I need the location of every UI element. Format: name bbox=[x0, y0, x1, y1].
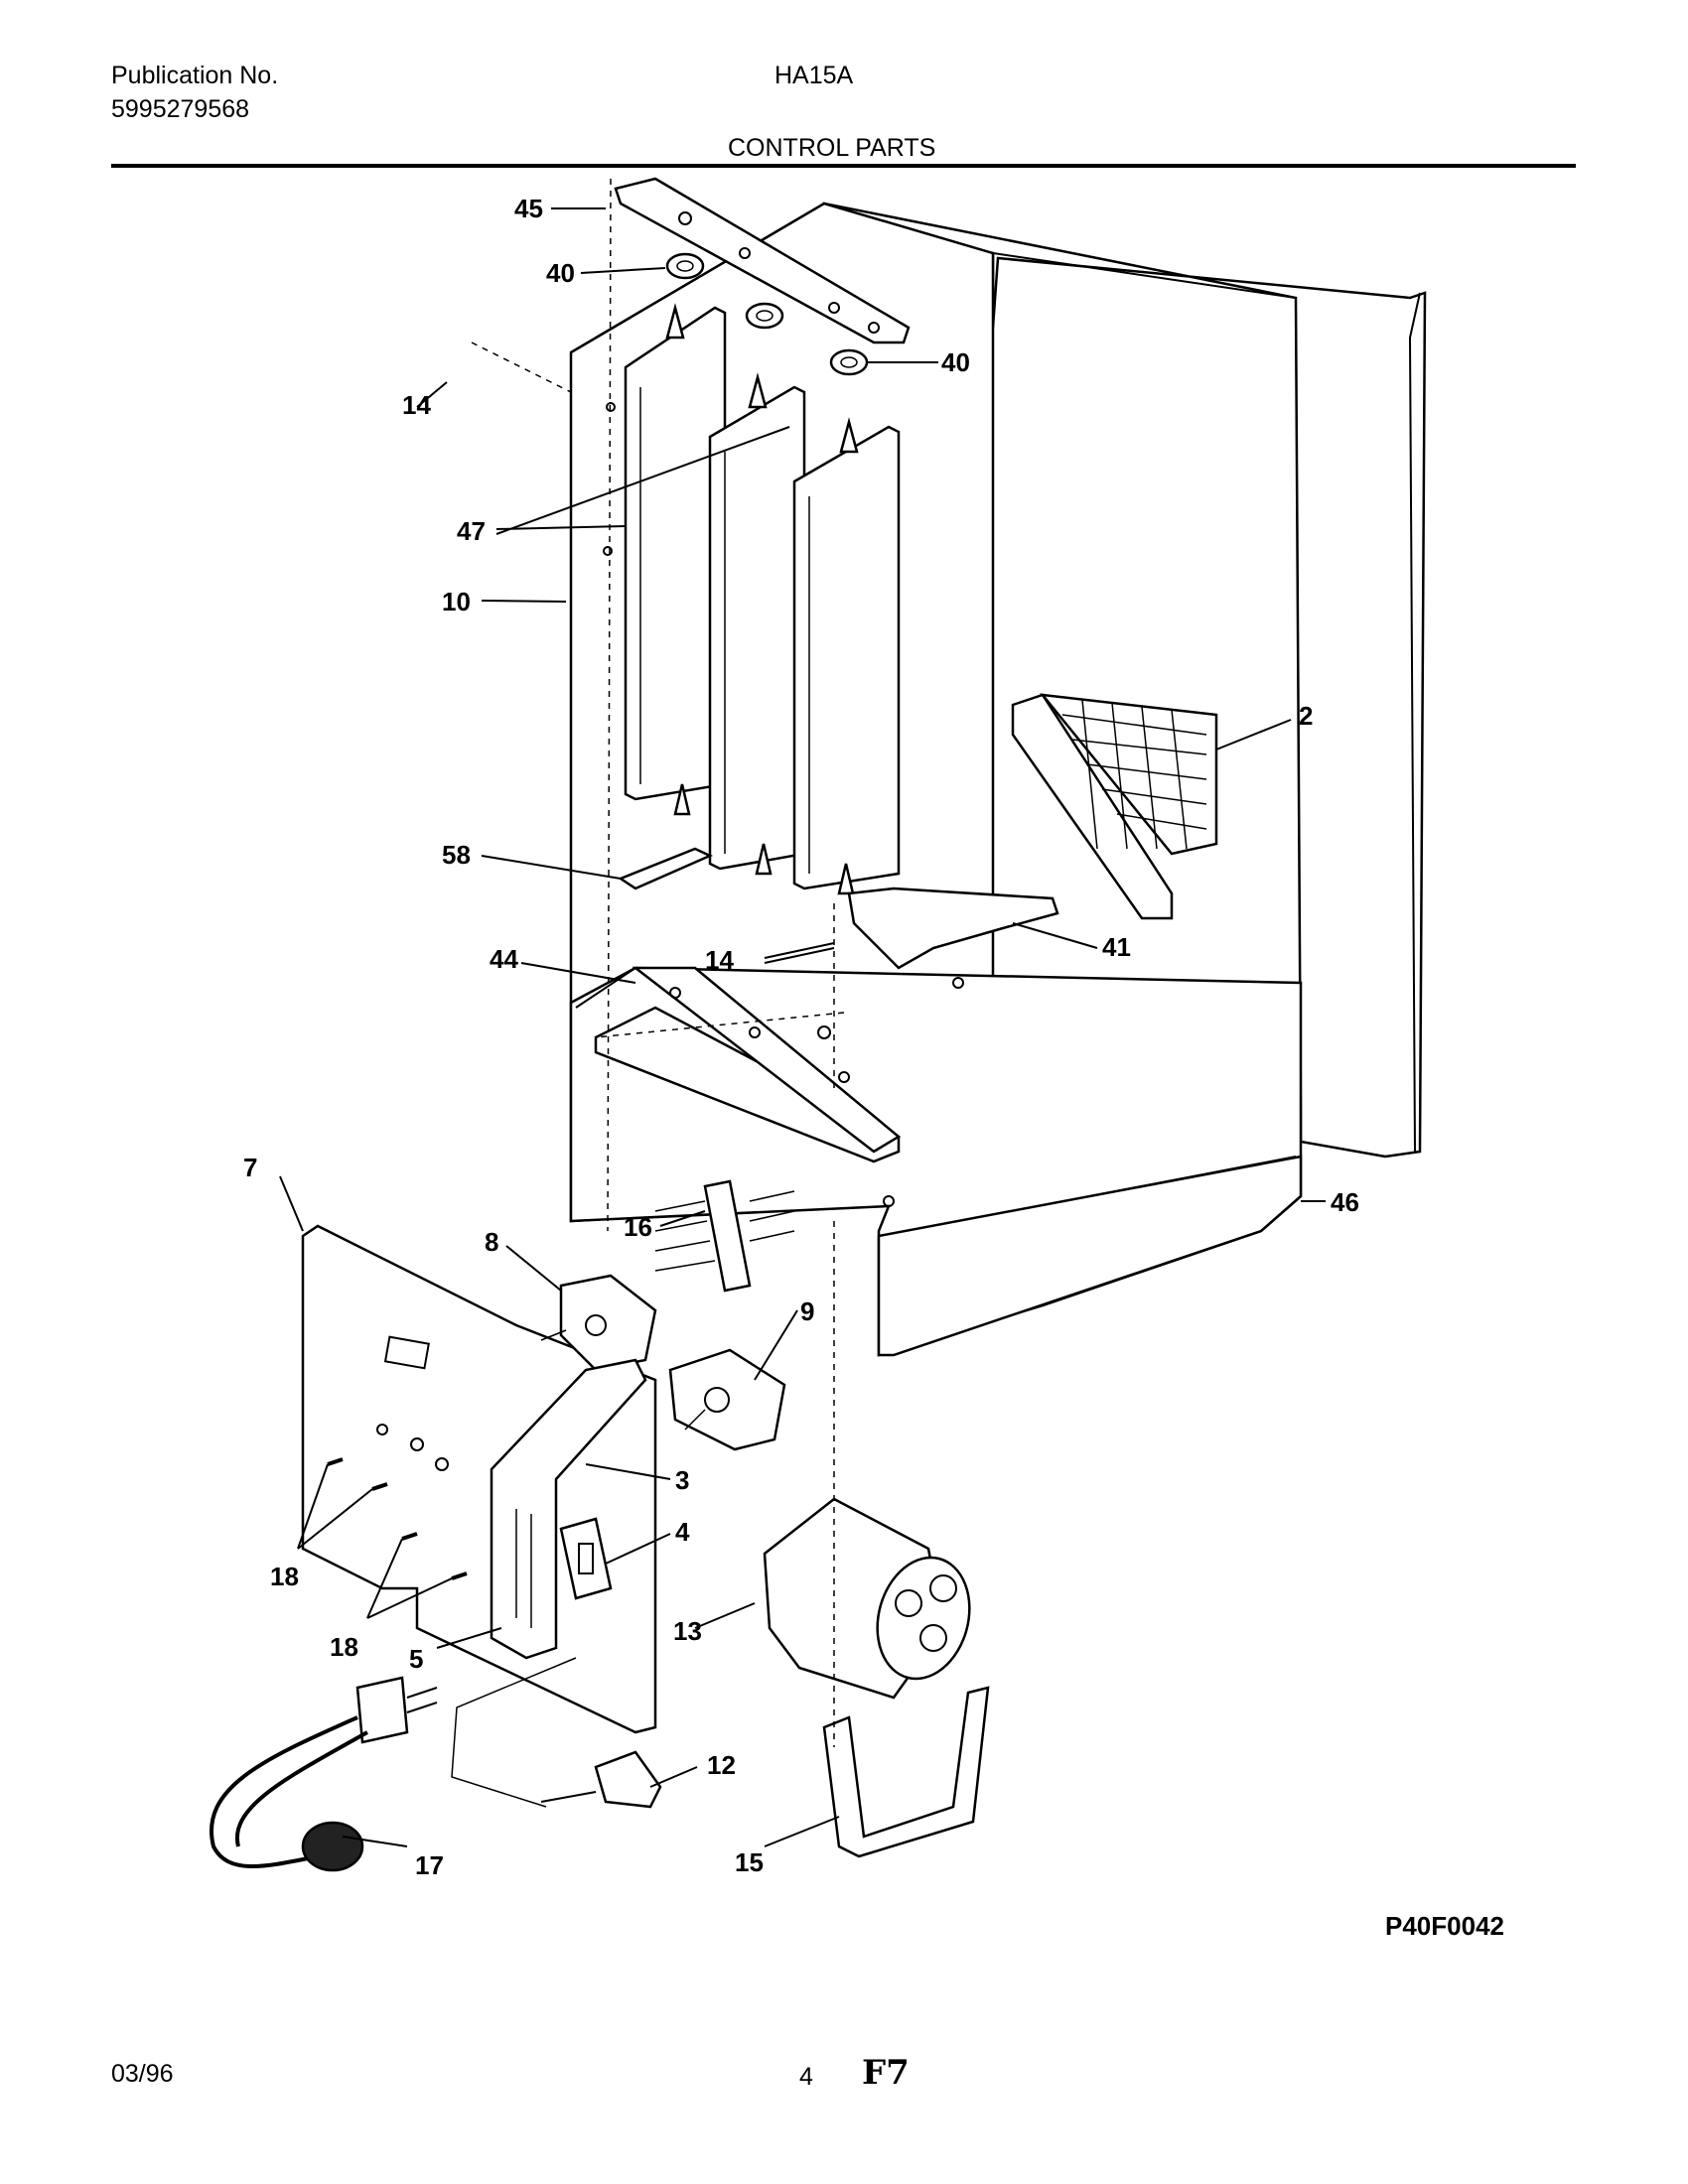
callout-14: 14 bbox=[402, 390, 431, 420]
sensor-probe bbox=[451, 1657, 662, 1809]
callout-18: 18 bbox=[330, 1632, 358, 1662]
callout-5: 5 bbox=[409, 1644, 423, 1674]
callout-7: 7 bbox=[243, 1153, 257, 1182]
lower-bracket bbox=[618, 847, 714, 890]
motor bbox=[763, 1497, 971, 1700]
mounting-bar bbox=[594, 966, 902, 1163]
heater-elements bbox=[624, 303, 901, 895]
screws bbox=[327, 1457, 468, 1580]
callout-9: 9 bbox=[800, 1297, 814, 1326]
page-number: 4 bbox=[799, 2063, 813, 2091]
footer-mark: F7 bbox=[862, 2053, 910, 2093]
terminal-block bbox=[654, 1179, 795, 1293]
diagram-code: P40F0042 bbox=[1385, 1911, 1504, 1941]
callout-45: 45 bbox=[514, 194, 543, 223]
air-filter bbox=[1011, 693, 1218, 920]
callout-13: 13 bbox=[673, 1616, 702, 1646]
callout-40: 40 bbox=[941, 347, 970, 377]
footer-date: 03/96 bbox=[111, 2060, 174, 2088]
section-title: CONTROL PARTS bbox=[728, 134, 936, 162]
callout-14: 14 bbox=[705, 945, 734, 975]
control-switch bbox=[668, 1348, 786, 1451]
callout-41: 41 bbox=[1102, 932, 1131, 962]
callout-58: 58 bbox=[442, 840, 471, 870]
control-handle bbox=[490, 1358, 647, 1660]
publication-label: Publication No. bbox=[111, 62, 279, 89]
callout-12: 12 bbox=[707, 1750, 736, 1780]
callout-47: 47 bbox=[457, 516, 486, 546]
callout-40: 40 bbox=[546, 258, 575, 288]
power-cord bbox=[210, 1676, 438, 1872]
callout-46: 46 bbox=[1331, 1187, 1359, 1217]
callout-4: 4 bbox=[675, 1517, 690, 1547]
callout-3: 3 bbox=[675, 1465, 689, 1495]
leader-lines bbox=[279, 207, 1326, 1847]
callout-2: 2 bbox=[1299, 701, 1313, 731]
switch-component bbox=[540, 1274, 657, 1372]
mounting-plate bbox=[559, 1517, 613, 1600]
top-bracket bbox=[614, 177, 911, 344]
header-rule bbox=[111, 164, 1576, 168]
publication-number: 5995279568 bbox=[111, 95, 250, 123]
motor-bracket bbox=[822, 1686, 990, 1858]
callout-15: 15 bbox=[735, 1847, 764, 1877]
callout-10: 10 bbox=[442, 587, 471, 616]
callout-8: 8 bbox=[485, 1227, 498, 1257]
callout-18: 18 bbox=[270, 1562, 299, 1591]
assembly-lines bbox=[471, 178, 845, 1747]
model-number: HA15A bbox=[774, 62, 854, 89]
callout-16: 16 bbox=[624, 1212, 652, 1242]
control-box-bracket bbox=[301, 1224, 657, 1734]
callout-17: 17 bbox=[415, 1850, 444, 1880]
callout-44: 44 bbox=[490, 944, 518, 974]
support-bracket bbox=[847, 887, 1059, 970]
